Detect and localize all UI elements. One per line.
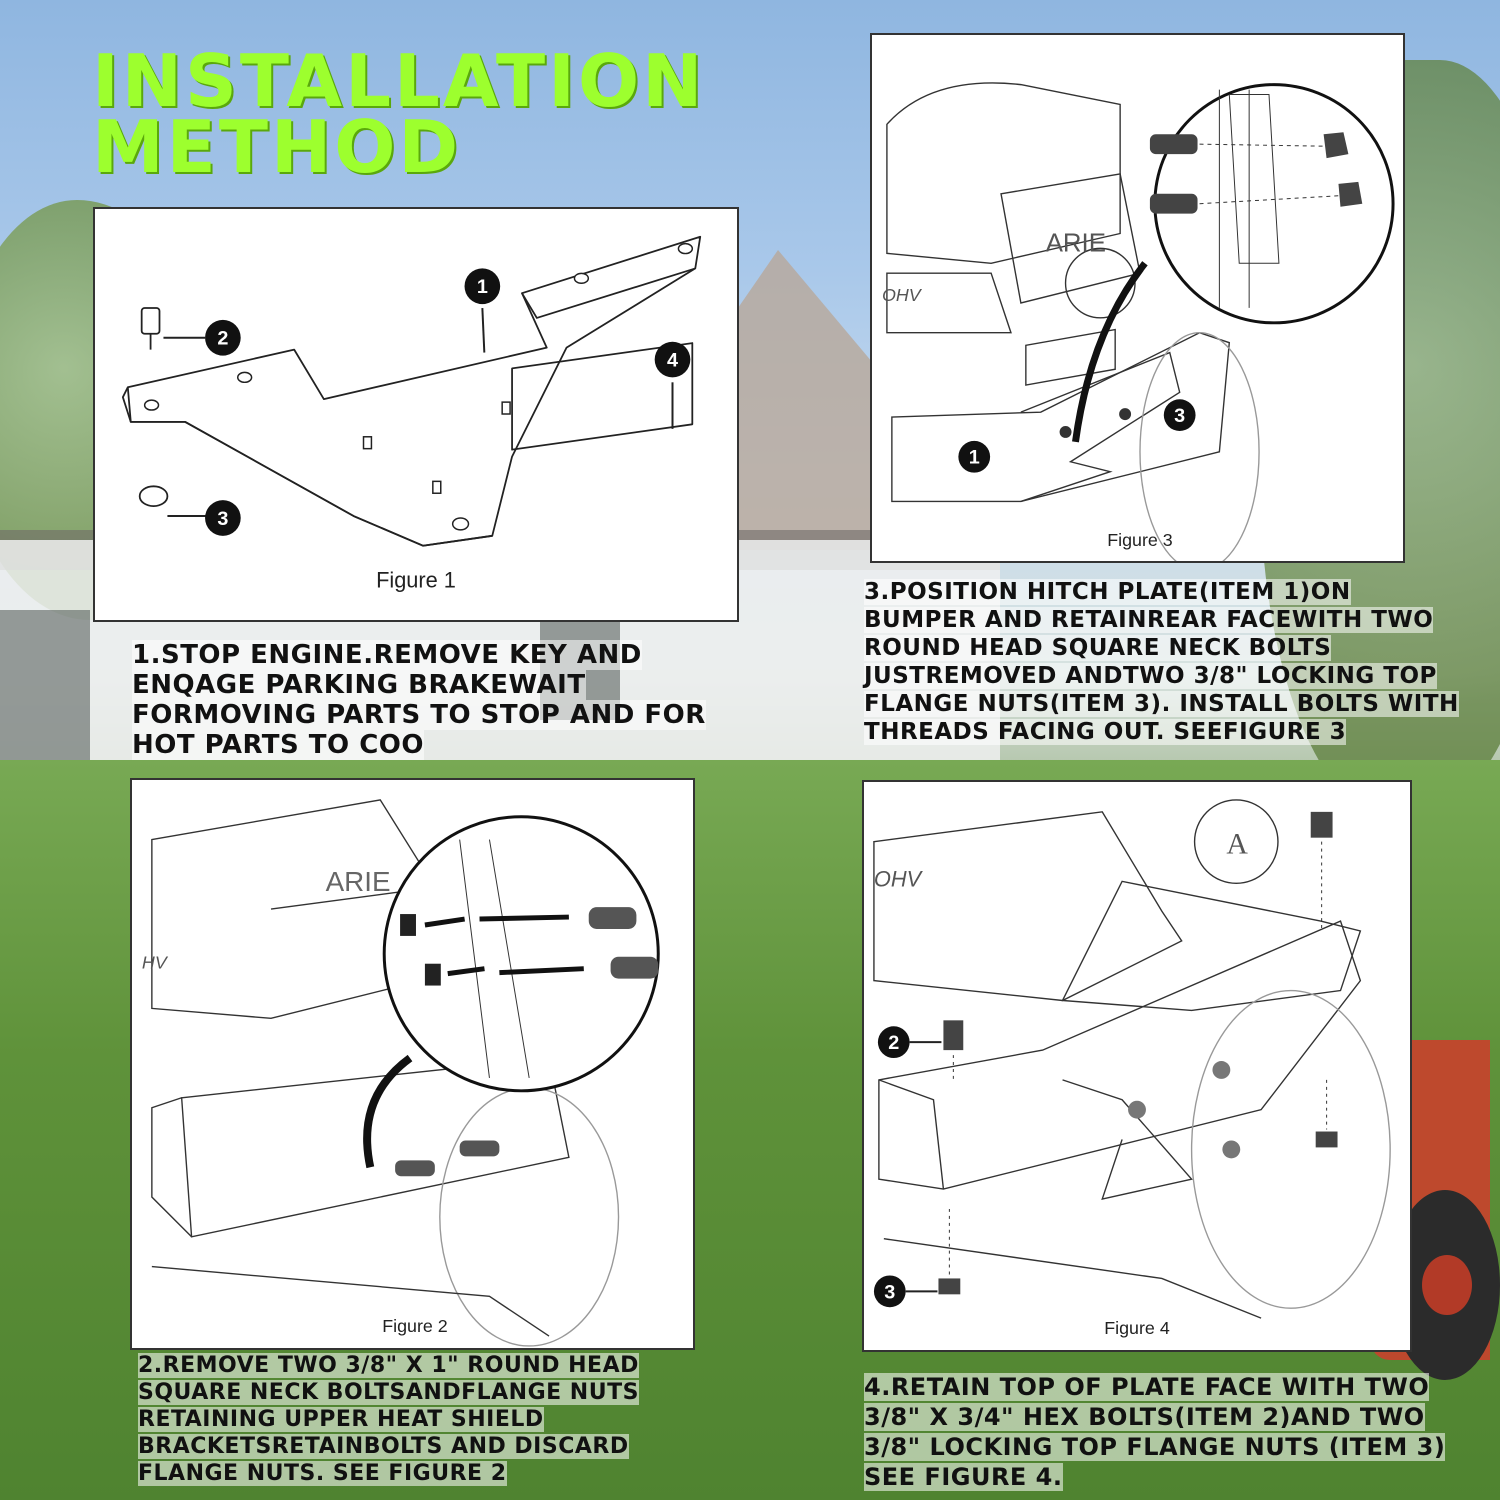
callout-2-label: 2 (217, 328, 228, 350)
figure-4-panel: OHV A 2 3 Figure 4 (862, 780, 1412, 1352)
figure-1-label: Figure 1 (376, 567, 456, 592)
figure-2-panel: ARIE HV Figure 2 (130, 778, 695, 1350)
figure-4-label: Figure 4 (1104, 1318, 1170, 1338)
callout-3 (873, 1275, 906, 1308)
figure-2-diagram: ARIE HV Figure 2 (142, 799, 660, 1347)
step-2-content: 2.REMOVE TWO 3/8" X 1" ROUND HEAD SQUARE… (138, 1353, 639, 1486)
callout-3-label: 3 (884, 1281, 895, 1303)
step-3-content: 3.POSITION HITCH PLATE(ITEM 1)ON BUMPER … (864, 579, 1459, 745)
title-line-1: INSTALLATION (92, 39, 706, 123)
callout-3 (205, 500, 241, 536)
step-4-content: 4.RETAIN TOP OF PLATE FACE WITH TWO 3/8"… (864, 1373, 1446, 1491)
figure-2-brand-text: ARIE (326, 866, 391, 897)
callout-3-label: 3 (217, 508, 228, 530)
figure-3-callouts: 1 3 (958, 399, 1196, 473)
figure-3-panel: ARIE OHV 1 3 Figure 3 (870, 33, 1405, 563)
step-1-content: 1.STOP ENGINE.REMOVE KEY AND ENQAGE PARK… (132, 640, 706, 760)
callout-2-label: 2 (888, 1032, 899, 1054)
callout-1 (958, 440, 991, 473)
figure-1-panel: 1 2 3 4 Figure 1 (93, 207, 739, 622)
step-2-text: 2.REMOVE TWO 3/8" X 1" ROUND HEAD SQUARE… (138, 1352, 698, 1487)
figure-3-brand-text: ARIE (1046, 229, 1106, 257)
figure-2-label: Figure 2 (382, 1316, 448, 1336)
callout-4-label: 4 (667, 349, 678, 371)
callout-4 (654, 341, 691, 378)
house-window (0, 610, 90, 760)
figure-1-diagram: 1 2 3 4 Figure 1 (121, 235, 702, 592)
step-4-text: 4.RETAIN TOP OF PLATE FACE WITH TWO 3/8"… (864, 1372, 1464, 1492)
figure-3-engine-text: OHV (882, 285, 923, 305)
callout-3 (1163, 399, 1196, 431)
figure-3-diagram: ARIE OHV 1 3 Figure 3 (882, 82, 1395, 561)
page-title: INSTALLATION METHOD (92, 39, 792, 189)
figure-3-label: Figure 3 (1107, 530, 1173, 550)
callout-1-label: 1 (969, 447, 980, 469)
callout-2 (205, 319, 241, 356)
callout-1-label: 1 (477, 276, 488, 298)
callout-3-label: 3 (1174, 405, 1185, 427)
figure-4-diagram: OHV A 2 3 Figure 4 (873, 799, 1391, 1338)
callout-1 (464, 268, 501, 305)
figure-2-engine-text: HV (142, 953, 169, 973)
figure-1-callouts: 1 2 3 4 (205, 268, 691, 536)
figure-2-zoom-circle (363, 815, 660, 1169)
figure-3-zoom-circle (1072, 83, 1395, 443)
callout-2 (877, 1026, 910, 1059)
step-3-text: 3.POSITION HITCH PLATE(ITEM 1)ON BUMPER … (864, 578, 1464, 746)
figure-4-callouts: 2 3 (873, 1026, 942, 1308)
title-line-2: METHOD (92, 105, 462, 189)
mower-hub (1422, 1255, 1472, 1315)
figure-4-brand-text: A (1226, 828, 1248, 861)
figure-4-engine-text: OHV (874, 866, 924, 891)
step-1-text: 1.STOP ENGINE.REMOVE KEY AND ENQAGE PARK… (132, 640, 712, 760)
